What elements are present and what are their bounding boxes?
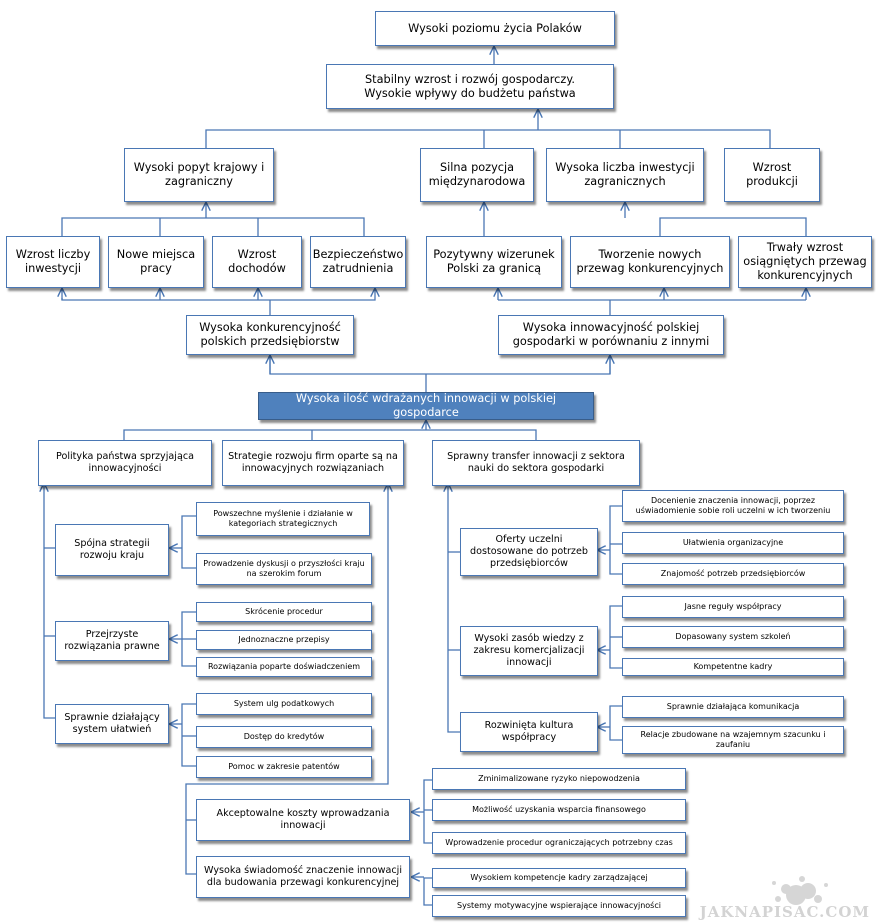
culture-item-2-label: Relacje zbudowane na wzajemnym szacunku … (640, 730, 826, 749)
box-knowledge-item-1: Jasne reguły współpracy (622, 596, 844, 618)
offers-item-1-label: Docenienie znaczenia innowacji, poprzez … (635, 496, 831, 515)
costs-item-3-label: Wprowadzenie procedur ograniczających po… (445, 838, 673, 848)
box-new-advantages: Tworzenie nowych przewag konkurencyjnych (570, 236, 730, 288)
innovation-awareness-label: Wysoka świadomość znaczenie innowacji dl… (204, 865, 402, 888)
box-knowledge-transfer: Sprawny transfer innowacji z sektora nau… (432, 440, 640, 486)
university-offers-label: Oferty uczelni dostosowane do potrzeb pr… (470, 534, 588, 569)
goal-box-living-standard: Wysoki poziomu życia Polaków (375, 11, 615, 46)
strong-position-label: Silna pozycja międzynarodowa (428, 161, 526, 188)
strategy-item-1-label: Powszechne myślenie i działanie w katego… (213, 509, 353, 528)
foreign-investment-label: Wysoka liczba inwestycji zagranicznych (555, 161, 695, 188)
box-new-jobs: Nowe miejsca pracy (108, 236, 204, 288)
box-knowledge-item-2: Dopasowany system szkoleń (622, 626, 844, 648)
support-item-3-label: Pomoc w zakresie patentów (228, 762, 340, 772)
law-item-1-label: Skrócenie procedur (245, 607, 323, 617)
acceptable-costs-label: Akceptowalne koszty wprowadzania innowac… (216, 808, 390, 831)
box-innovativeness: Wysoka innowacyjność polskiej gospodarki… (498, 315, 724, 355)
job-security-label: Bezpieczeństwo zatrudnienia (312, 248, 404, 275)
box-competitiveness: Wysoka konkurencyjność polskich przedsię… (186, 315, 354, 355)
knowledge-item-2-label: Dopasowany system szkoleń (675, 632, 791, 642)
state-policy-label: Polityka państwa sprzyjająca innowacyjno… (56, 451, 194, 474)
box-law-item-2: Jednoznaczne przepisy (196, 630, 372, 650)
coherent-strategy-label: Spójna strategii rozwoju kraju (74, 538, 150, 561)
box-economic-growth: Stabilny wzrost i rozwój gospodarczy. Wy… (326, 64, 614, 109)
box-support-item-1: System ulg podatkowych (196, 693, 372, 715)
box-law-item-1: Skrócenie procedur (196, 602, 372, 622)
box-high-demand: Wysoki popyt krajowy i zagraniczny (124, 148, 274, 202)
box-strategy-item-2: Prowadzenie dyskusji o przyszłości kraju… (196, 553, 372, 585)
support-item-2-label: Dostęp do kredytów (243, 732, 325, 742)
watermark: JAKNAPISAC.COM (699, 903, 870, 921)
box-knowledge-item-3: Kompetentne kadry (622, 658, 844, 676)
awareness-item-2-label: Systemy motywacyjne wspierające innowacy… (457, 901, 661, 911)
box-costs-item-2: Możliwość uzyskania wsparcia finansowego (432, 799, 686, 821)
high-demand-label: Wysoki popyt krajowy i zagraniczny (133, 161, 265, 188)
box-costs-item-3: Wprowadzenie procedur ograniczających po… (432, 832, 686, 854)
offers-item-3-label: Znajomość potrzeb przedsiębiorców (660, 569, 806, 579)
box-support-item-3: Pomoc w zakresie patentów (196, 756, 372, 778)
box-support-item-2: Dostęp do kredytów (196, 726, 372, 748)
awareness-item-1-label: Wysokiem kompetencje kadry zarządzającej (470, 873, 648, 883)
box-university-offers: Oferty uczelni dostosowane do potrzeb pr… (460, 528, 598, 576)
box-offers-item-2: Ułatwienia organizacyjne (622, 532, 844, 554)
costs-item-1-label: Zminimalizowane ryzyko niepowodzenia (478, 774, 640, 784)
box-positive-image: Pozytywny wizerunek Polski za granicą (426, 236, 562, 288)
box-production-growth: Wzrost produkcji (724, 148, 820, 202)
box-central-innovation: Wysoka ilość wdrażanych innowacji w pols… (258, 392, 594, 420)
box-awareness-item-2: Systemy motywacyjne wspierające innowacy… (432, 895, 686, 917)
box-company-strategies: Strategie rozwoju firm oparte są na inno… (222, 440, 404, 486)
box-offers-item-3: Znajomość potrzeb przedsiębiorców (622, 563, 844, 585)
commercialization-knowledge-label: Wysoki zasób wiedzy z zakresu komercjali… (473, 633, 585, 668)
box-cooperation-culture: Rozwinięta kultura współpracy (460, 712, 598, 752)
box-investment-count: Wzrost liczby inwestycji (6, 236, 100, 288)
knowledge-item-3-label: Kompetentne kadry (693, 662, 773, 672)
box-strategy-item-1: Powszechne myślenie i działanie w katego… (196, 502, 370, 536)
box-acceptable-costs: Akceptowalne koszty wprowadzania innowac… (196, 799, 410, 841)
company-strategies-label: Strategie rozwoju firm oparte są na inno… (228, 451, 398, 474)
income-growth-label: Wzrost dochodów (228, 248, 286, 275)
strategy-item-2-label: Prowadzenie dyskusji o przyszłości kraju… (203, 559, 365, 578)
box-income-growth: Wzrost dochodów (212, 236, 302, 288)
culture-item-1-label: Sprawnie działająca komunikacja (666, 702, 800, 712)
cooperation-culture-label: Rozwinięta kultura współpracy (484, 720, 574, 743)
innovativeness-label: Wysoka innowacyjność polskiej gospodarki… (512, 321, 710, 348)
lasting-advantages-label: Trwały wzrost osiągniętych przewag konku… (743, 241, 867, 282)
goal-label: Wysoki poziomu życia Polaków (408, 21, 582, 35)
box-innovation-awareness: Wysoka świadomość znaczenie innowacji dl… (196, 856, 410, 898)
box-law-item-3: Rozwiązania poparte doświadczeniem (196, 657, 372, 677)
offers-item-2-label: Ułatwienia organizacyjne (682, 538, 784, 548)
law-item-3-label: Rozwiązania poparte doświadczeniem (207, 662, 361, 672)
watermark-splash-icon (772, 876, 828, 905)
box-coherent-strategy: Spójna strategii rozwoju kraju (55, 524, 169, 576)
support-item-1-label: System ulg podatkowych (233, 699, 335, 709)
box-awareness-item-1: Wysokiem kompetencje kadry zarządzającej (432, 868, 686, 888)
box-lasting-advantages: Trwały wzrost osiągniętych przewag konku… (738, 236, 872, 288)
box-culture-item-2: Relacje zbudowane na wzajemnym szacunku … (622, 726, 844, 754)
competitiveness-label: Wysoka konkurencyjność polskich przedsię… (199, 321, 341, 348)
positive-image-label: Pozytywny wizerunek Polski za granicą (433, 248, 555, 275)
knowledge-transfer-label: Sprawny transfer innowacji z sektora nau… (447, 451, 625, 474)
box-foreign-investment: Wysoka liczba inwestycji zagranicznych (546, 148, 704, 202)
support-system-label: Sprawnie działający system ułatwień (64, 712, 160, 735)
knowledge-item-1-label: Jasne reguły współpracy (684, 602, 782, 612)
costs-item-2-label: Możliwość uzyskania wsparcia finansowego (472, 805, 646, 815)
box-transparent-law: Przejrzyste rozwiązania prawne (55, 621, 169, 661)
economic-growth-label: Stabilny wzrost i rozwój gospodarczy. Wy… (364, 72, 576, 100)
box-offers-item-1: Docenienie znaczenia innowacji, poprzez … (622, 490, 844, 522)
box-culture-item-1: Sprawnie działająca komunikacja (622, 696, 844, 718)
box-job-security: Bezpieczeństwo zatrudnienia (310, 236, 406, 288)
box-support-system: Sprawnie działający system ułatwień (55, 704, 169, 744)
box-state-policy: Polityka państwa sprzyjająca innowacyjno… (38, 440, 212, 486)
central-innovation-label: Wysoka ilość wdrażanych innowacji w pols… (295, 392, 557, 419)
box-strong-position: Silna pozycja międzynarodowa (420, 148, 534, 202)
new-advantages-label: Tworzenie nowych przewag konkurencyjnych (576, 248, 724, 275)
box-costs-item-1: Zminimalizowane ryzyko niepowodzenia (432, 768, 686, 790)
investment-count-label: Wzrost liczby inwestycji (15, 248, 91, 275)
production-growth-label: Wzrost produkcji (746, 161, 798, 188)
box-commercialization-knowledge: Wysoki zasób wiedzy z zakresu komercjali… (460, 626, 598, 676)
new-jobs-label: Nowe miejsca pracy (116, 248, 196, 275)
law-item-2-label: Jednoznaczne przepisy (238, 635, 330, 645)
transparent-law-label: Przejrzyste rozwiązania prawne (64, 629, 160, 652)
